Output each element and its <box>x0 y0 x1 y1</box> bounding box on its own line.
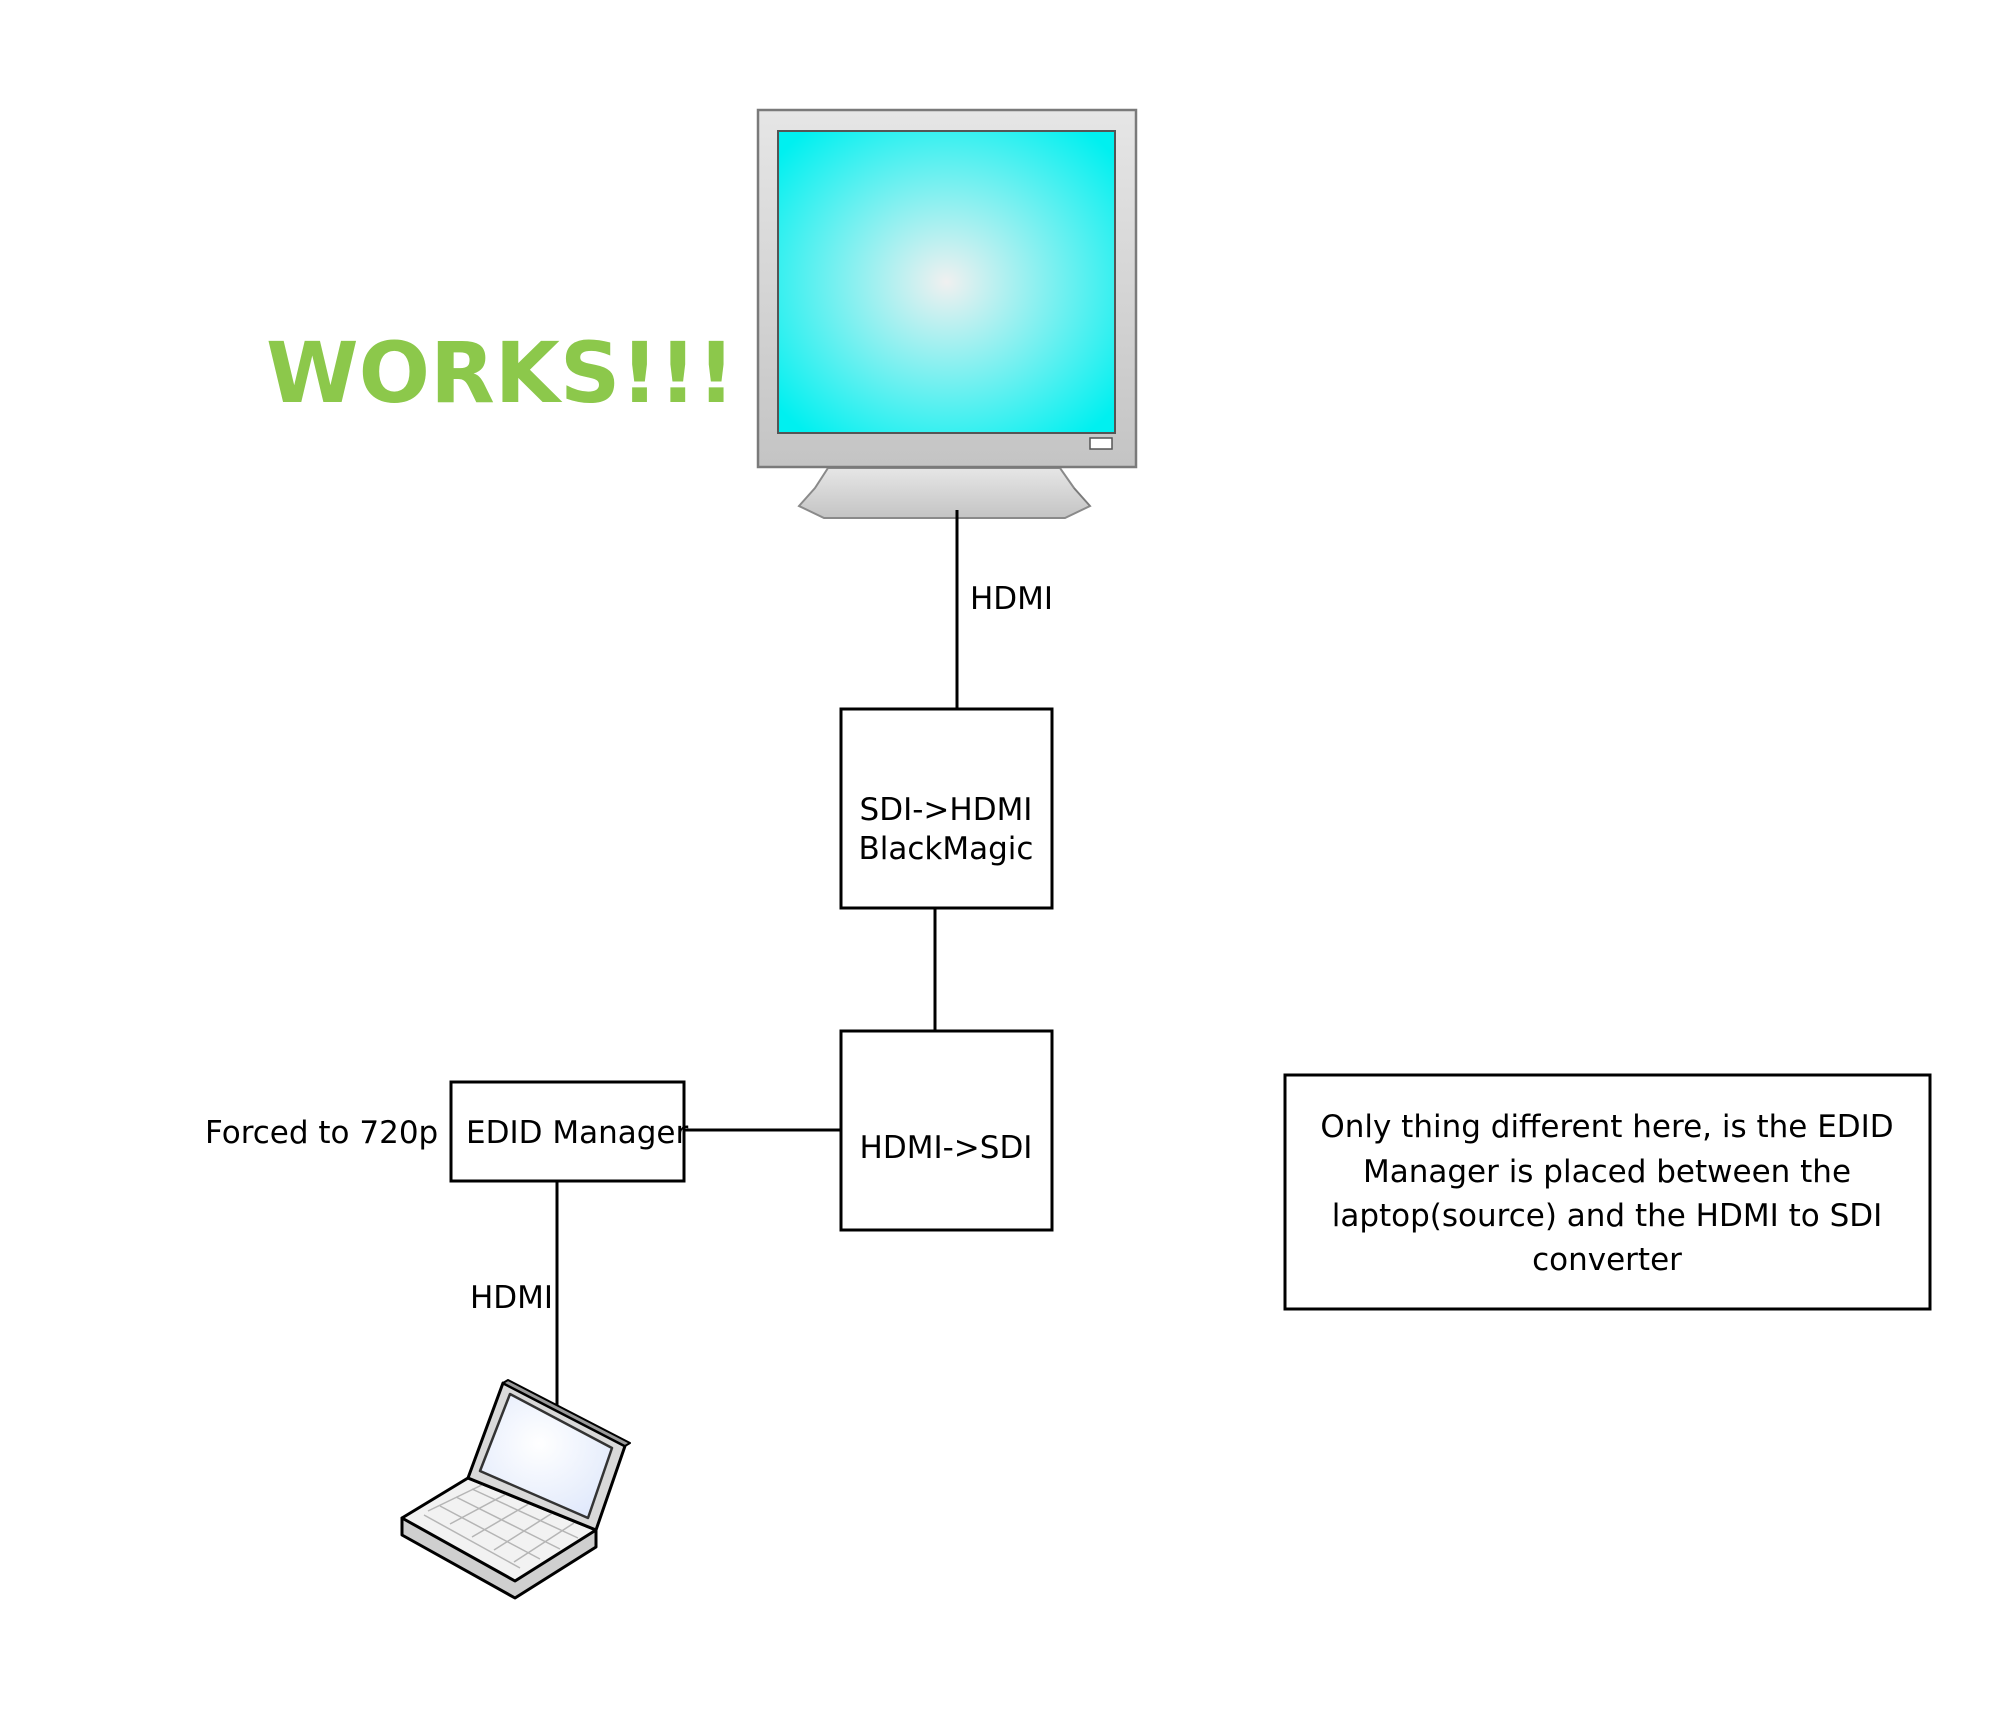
note-line-2: Manager is placed between the <box>1363 1154 1851 1190</box>
hdmi-to-sdi-converter-box: HDMI->SDI <box>839 1029 1054 1232</box>
blackmagic-label: BlackMagic <box>859 831 1034 867</box>
sdi-to-hdmi-label: SDI->HDMI <box>860 792 1033 828</box>
note-line-3: laptop(source) and the HDMI to SDI <box>1332 1198 1883 1234</box>
works-headline: WORKS!!! <box>266 324 735 422</box>
hdmi-to-sdi-label: HDMI->SDI <box>860 1130 1033 1166</box>
edid-manager-box: EDID Manager <box>449 1080 688 1183</box>
crt-monitor-icon <box>756 108 1138 519</box>
sdi-to-hdmi-converter-box: SDI->HDMI BlackMagic <box>839 707 1054 910</box>
edid-manager-label: EDID Manager <box>466 1115 688 1151</box>
hdmi-label-monitor: HDMI <box>970 581 1053 617</box>
explanation-note-box: Only thing different here, is the EDID M… <box>1283 1073 1932 1311</box>
laptop-icon <box>400 1379 631 1600</box>
note-line-4: converter <box>1532 1242 1682 1278</box>
forced-720p-note: Forced to 720p <box>205 1115 438 1151</box>
note-line-1: Only thing different here, is the EDID <box>1320 1109 1893 1145</box>
hdmi-label-laptop: HDMI <box>470 1280 553 1316</box>
